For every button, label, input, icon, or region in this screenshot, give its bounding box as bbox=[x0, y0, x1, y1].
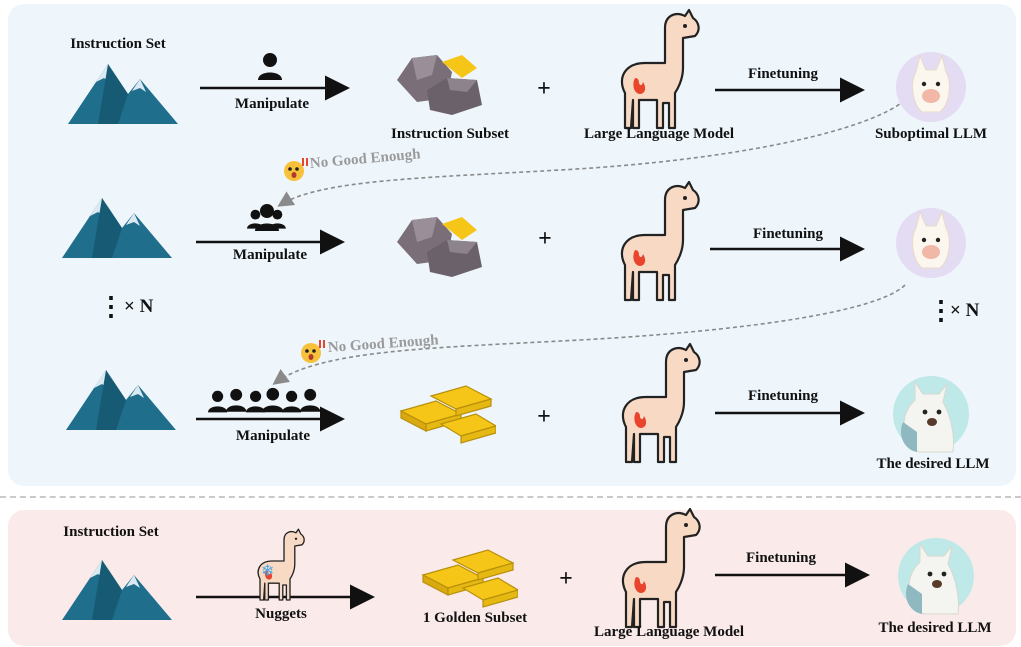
instruction-subset-label: Instruction Subset bbox=[391, 126, 509, 142]
vertical-ellipsis-left: ⋮ bbox=[98, 292, 124, 321]
llama-icon bbox=[620, 180, 700, 302]
rocks-icon bbox=[397, 55, 482, 115]
plus-sign: + bbox=[559, 566, 573, 592]
desired-llm-label-top: The desired LLM bbox=[876, 456, 990, 472]
instruction-set-label-top: Instruction Set bbox=[70, 36, 166, 52]
desired-alpaca-icon bbox=[898, 538, 975, 615]
finetuning-label-2: Finetuning bbox=[752, 226, 824, 242]
mountain-icon bbox=[68, 64, 178, 124]
panel-divider bbox=[0, 496, 1021, 498]
shocked-emoji-icon bbox=[301, 340, 325, 363]
finetuning-label-1: Finetuning bbox=[747, 66, 819, 82]
person-icon bbox=[258, 53, 282, 80]
large-language-model-label-bottom: Large Language Model bbox=[594, 624, 744, 640]
manipulate-label-2: Manipulate bbox=[232, 247, 308, 263]
desired-llm-label-bottom: The desired LLM bbox=[878, 620, 992, 636]
plus-sign: + bbox=[537, 76, 551, 102]
llama-icon bbox=[621, 507, 701, 629]
mountain-icon bbox=[66, 370, 176, 430]
llama-icon bbox=[620, 8, 700, 130]
vertical-ellipsis-right: ⋮ bbox=[928, 296, 954, 325]
rocks-icon bbox=[397, 217, 482, 277]
mountain-icon bbox=[62, 560, 172, 620]
group-icon bbox=[247, 204, 286, 231]
instruction-set-label-bottom: Instruction Set bbox=[63, 524, 159, 540]
manipulate-label-1: Manipulate bbox=[234, 96, 310, 112]
gold-bars-icon bbox=[400, 385, 496, 444]
llama-icon bbox=[621, 342, 701, 464]
large-language-model-label-top: Large Language Model bbox=[584, 126, 734, 142]
plus-sign: + bbox=[538, 226, 552, 252]
manipulate-label-3: Manipulate bbox=[235, 428, 311, 444]
suboptimal-llm-label: Suboptimal LLM bbox=[874, 126, 988, 142]
nuggets-label: Nuggets bbox=[255, 606, 307, 622]
suboptimal-alpaca-icon bbox=[896, 208, 966, 278]
repeat-n-right: × N bbox=[950, 300, 980, 321]
shocked-emoji-icon bbox=[284, 158, 308, 181]
plus-sign: + bbox=[537, 404, 551, 430]
desired-alpaca-icon bbox=[893, 376, 970, 453]
repeat-n-left: × N bbox=[124, 296, 154, 317]
suboptimal-alpaca-icon bbox=[896, 52, 966, 122]
gold-bars-icon bbox=[422, 549, 518, 608]
frozen-llama-icon: ❄ bbox=[257, 528, 305, 601]
svg-text:❄: ❄ bbox=[261, 561, 274, 580]
feedback-curve-1 bbox=[277, 99, 906, 207]
feedback-curve-2 bbox=[272, 284, 906, 385]
finetuning-label-bottom: Finetuning bbox=[745, 550, 817, 566]
golden-subset-label: 1 Golden Subset bbox=[422, 610, 528, 626]
crowd-icon bbox=[208, 387, 321, 413]
mountain-icon bbox=[62, 198, 172, 258]
finetuning-label-3: Finetuning bbox=[747, 388, 819, 404]
